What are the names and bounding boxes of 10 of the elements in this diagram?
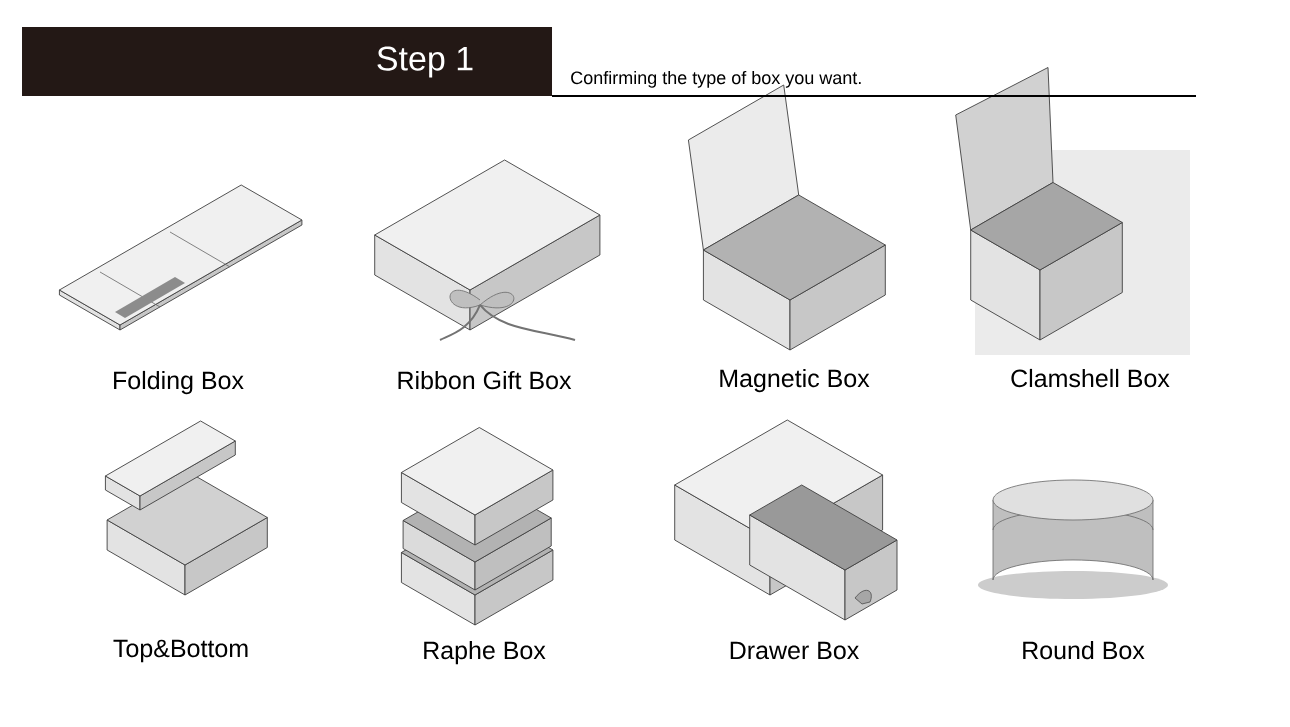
box-label: Top&Bottom [113, 639, 248, 663]
box-label: Folding Box [114, 370, 244, 395]
box-label: Raphe Box [424, 640, 546, 665]
title-banner: Step 1 [22, 27, 552, 96]
subtitle: Confirming the type of box you want. [571, 70, 861, 88]
box-label: Drawer Box [730, 641, 859, 660]
box-label: Magnetic Box [720, 368, 870, 393]
box-label: Clamshell Box [1011, 368, 1170, 388]
box-label: Round Box [1023, 640, 1145, 660]
box-label: Ribbon Gift Box [398, 370, 572, 390]
